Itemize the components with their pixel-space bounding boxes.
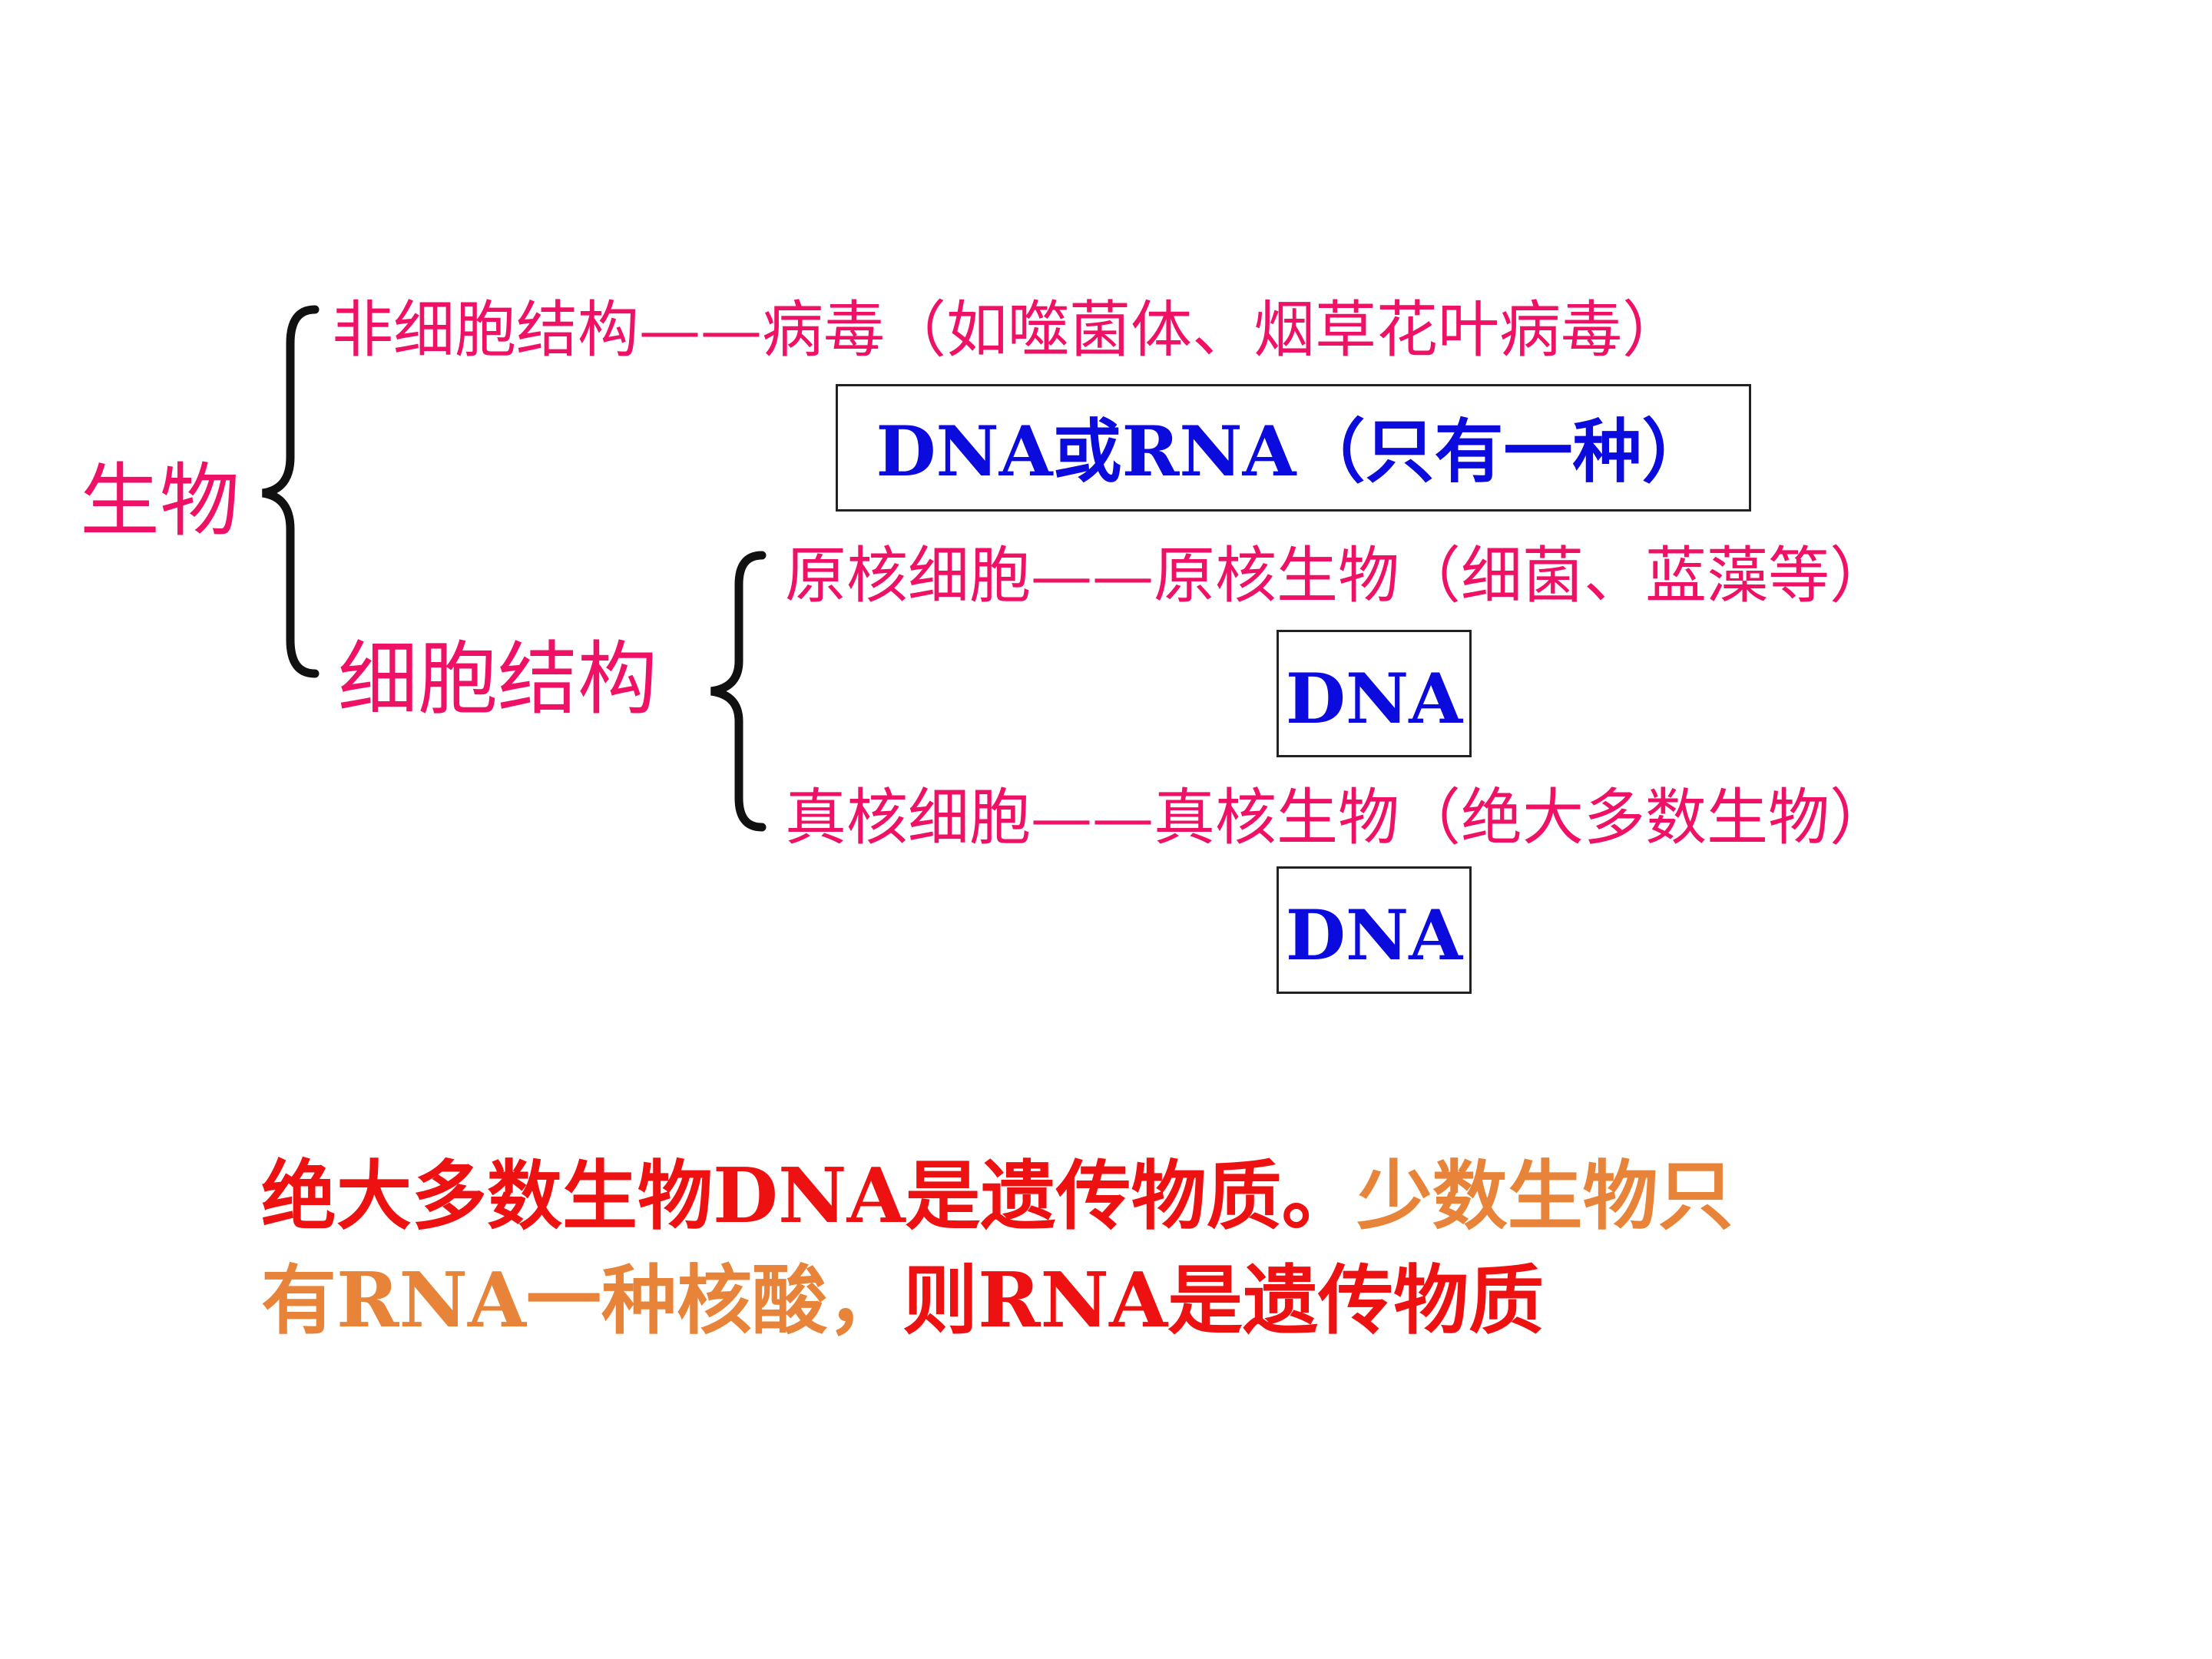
label-eukaryote: 真核细胞——真核生物（绝大多数生物） <box>785 782 1891 853</box>
brace-organism <box>261 305 320 678</box>
box-prokaryote-nucleic-acid: DNA <box>1277 630 1472 757</box>
prokaryote-nucleic-acid-text: DNA <box>1285 658 1463 740</box>
label-prokaryote: 原核细胞——原核生物（细菌、蓝藻等） <box>785 540 1891 611</box>
conclusion-text: 绝大多数生物DNA是遗传物质。少数生物只 有RNA一种核酸，则RNA是遗传物质 <box>261 1144 1734 1353</box>
brace-cellular <box>710 551 767 832</box>
label-non-cellular-virus: 非细胞结构——病毒（如噬菌体、烟草花叶病毒） <box>332 294 1684 366</box>
box-virus-nucleic-acid: DNA或RNA（只有一种） <box>836 384 1751 512</box>
box-eukaryote-nucleic-acid: DNA <box>1277 866 1472 994</box>
conclusion-part-4: 则RNA是遗传物质 <box>902 1257 1545 1345</box>
virus-nucleic-acid-text: DNA或RNA（只有一种） <box>876 411 1711 492</box>
eukaryote-nucleic-acid-text: DNA <box>1285 895 1463 976</box>
conclusion-part-3: 有RNA一种核酸， <box>261 1257 903 1345</box>
conclusion-part-1: 绝大多数生物DNA是遗传物质。 <box>261 1152 1357 1240</box>
label-cellular: 细胞结构 <box>338 632 658 726</box>
root-label-organism: 生物 <box>80 454 240 548</box>
conclusion-part-2: 少数生物只 <box>1356 1152 1734 1240</box>
